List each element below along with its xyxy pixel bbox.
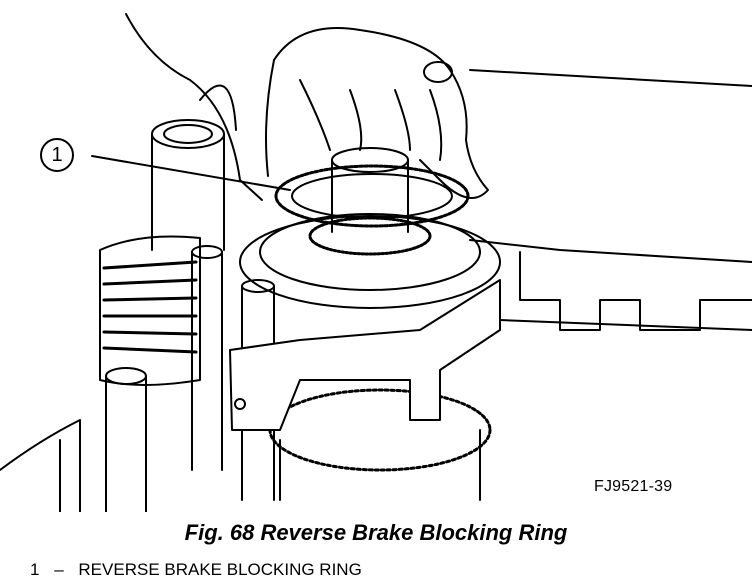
shift-fork — [229, 279, 501, 431]
housing-top-edge — [469, 239, 752, 263]
gear-teeth — [102, 260, 198, 354]
fingernail — [423, 61, 453, 83]
housing-lower-edge — [499, 319, 752, 331]
legend-label: REVERSE BRAKE BLOCKING RING — [78, 560, 362, 579]
blocking-ring-inner — [291, 173, 453, 219]
hub-ring — [259, 213, 481, 291]
blocking-ring — [274, 164, 470, 228]
left-thumb — [199, 84, 237, 131]
rail-post-3-top — [105, 367, 147, 385]
shaft-top — [331, 147, 409, 173]
legend-number: 1 — [30, 560, 40, 579]
lower-housing — [0, 419, 81, 512]
legend-item: 1 – REVERSE BRAKE BLOCKING RING — [30, 560, 362, 580]
housing-ribs — [519, 251, 752, 331]
right-wrist — [265, 59, 275, 177]
technical-illustration: 1 FJ9521-39 — [0, 13, 752, 512]
right-hand-outline — [273, 27, 489, 199]
bushing-bore — [163, 124, 213, 144]
illustration-drawing — [0, 13, 752, 512]
lower-gear — [268, 388, 492, 472]
housing-edge-line — [469, 69, 752, 87]
legend-separator: – — [54, 560, 64, 579]
rail-post-top — [191, 245, 223, 259]
callout-number: 1 — [51, 143, 63, 166]
figure-id: FJ9521-39 — [594, 478, 673, 495]
fork-hole — [234, 398, 246, 410]
callout-leader-line — [91, 155, 291, 191]
helical-gear — [99, 235, 201, 386]
rail-post-3 — [105, 375, 147, 512]
shaft-sides — [331, 159, 409, 233]
rail-post — [191, 251, 223, 471]
outer-sleeve — [239, 215, 501, 309]
lower-gear-sides — [279, 429, 481, 501]
callout-marker: 1 — [40, 138, 74, 172]
splined-hub — [308, 216, 432, 256]
figure-caption: Fig. 68 Reverse Brake Blocking Ring — [184, 520, 568, 545]
right-fingers — [299, 79, 443, 161]
bushing-sides — [151, 133, 225, 251]
left-hand-outline — [125, 13, 263, 201]
